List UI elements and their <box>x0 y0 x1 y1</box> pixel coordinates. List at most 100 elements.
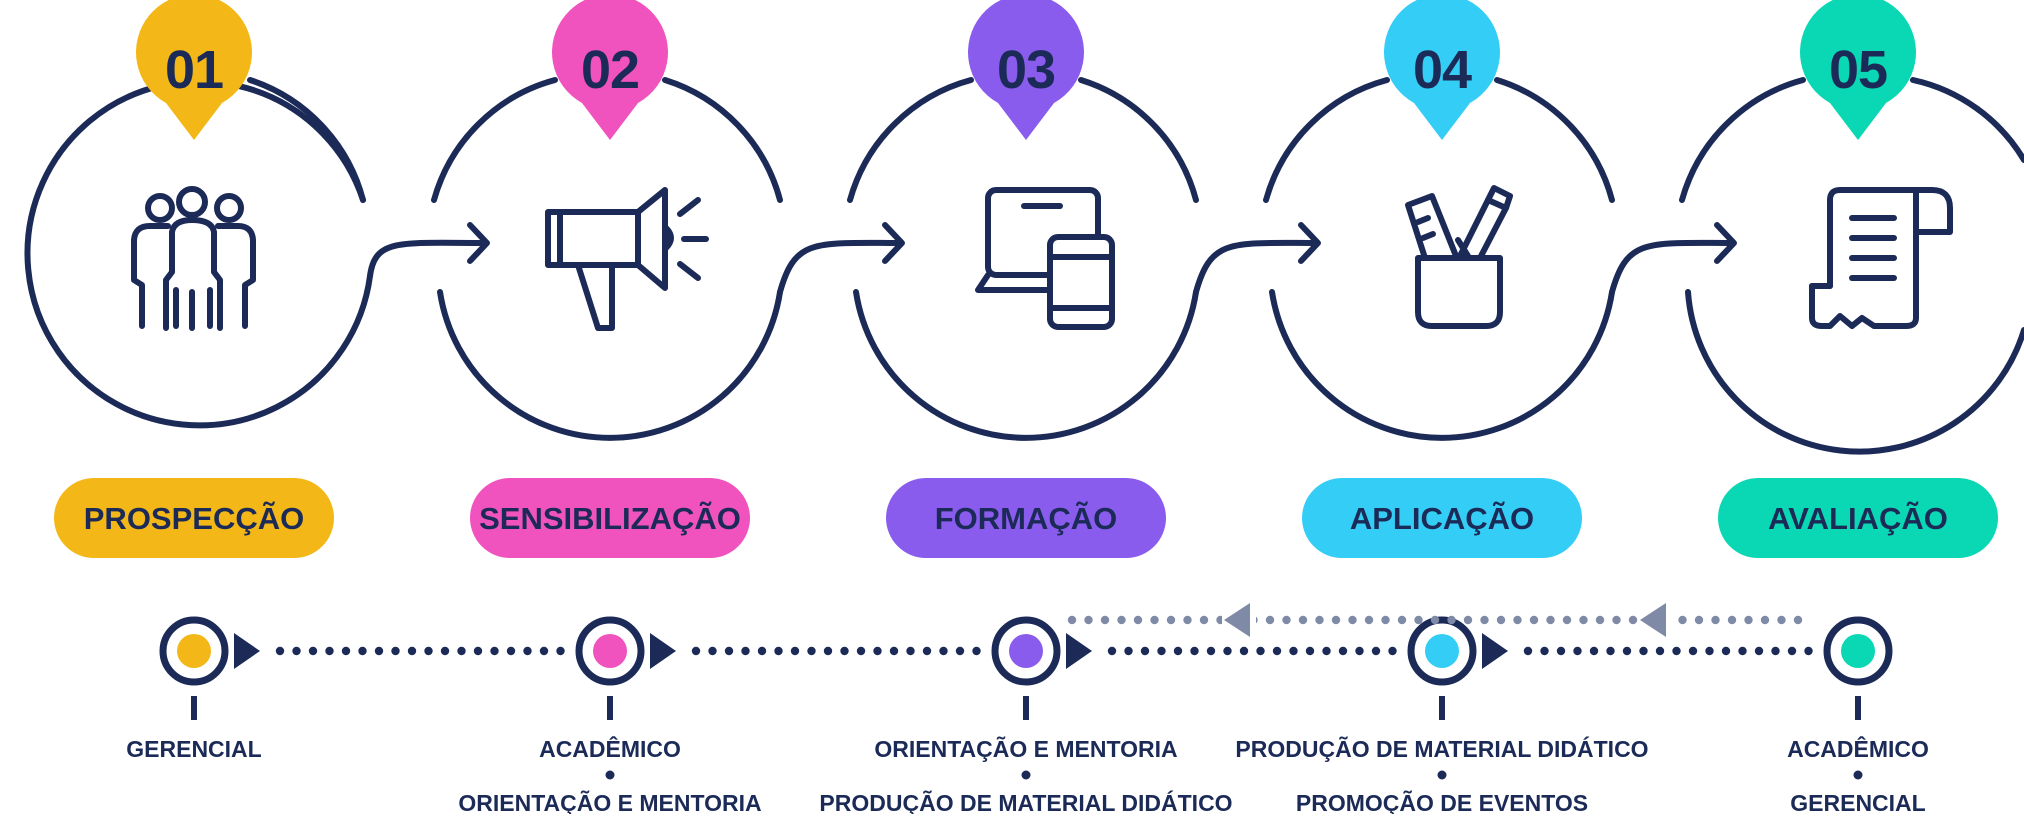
forward-dot <box>1754 646 1764 656</box>
forward-dot <box>473 646 483 656</box>
feedback-dot <box>1513 615 1522 625</box>
stage-number-4: 04 <box>1413 40 1472 100</box>
pill-bg-2 <box>470 478 750 558</box>
feedback-dot <box>1315 615 1324 625</box>
forward-dot <box>1771 646 1780 656</box>
stage-circle-3-c <box>853 289 1199 441</box>
megaphone-icon <box>545 187 709 331</box>
forward-dot <box>358 646 367 656</box>
category-separator <box>1437 770 1447 780</box>
forward-dot <box>1305 646 1315 656</box>
feedback-dot <box>1628 615 1638 625</box>
feedback-line <box>1067 603 1803 637</box>
forward-dot <box>1173 646 1183 656</box>
forward-dot <box>556 646 565 656</box>
forward-dot <box>724 646 734 656</box>
arrowhead-3-4 <box>1298 222 1321 264</box>
forward-dot <box>391 646 400 656</box>
connector-1-2 <box>367 239 488 279</box>
timeline-node-1 <box>159 616 260 720</box>
node-tick-5 <box>1855 696 1861 720</box>
stage-label-4: APLICAÇÃO <box>1350 501 1534 536</box>
forward-dot <box>1622 646 1632 656</box>
arrowhead-1-2 <box>467 222 490 264</box>
forward-dot <box>1190 646 1199 656</box>
feedback-dot <box>1777 615 1786 625</box>
timeline-node-4 <box>1407 616 1508 720</box>
feedback-dot <box>1579 615 1588 625</box>
pencil-cup-icon <box>1405 185 1513 329</box>
forward-dot <box>1606 646 1615 656</box>
badge-pin-1 <box>136 0 252 140</box>
category-label: ORIENTAÇÃO E MENTORIA <box>458 789 761 814</box>
stage-label-3: FORMAÇÃO <box>935 501 1118 536</box>
forward-dot <box>972 646 981 656</box>
feedback-dot <box>1183 615 1192 625</box>
feedback-dot <box>1100 615 1110 625</box>
forward-dot <box>1688 646 1698 656</box>
forward-dot <box>856 646 866 656</box>
stage-circle-2-b <box>662 77 783 203</box>
feedback-dot <box>1067 615 1077 625</box>
forward-dot <box>1140 646 1150 656</box>
forward-dot <box>939 646 948 656</box>
forward-dot <box>1371 646 1381 656</box>
forward-dot <box>823 646 833 656</box>
forward-dot <box>275 646 285 656</box>
feedback-arrow-1 <box>1224 603 1250 637</box>
stage-circle-2 <box>431 77 558 203</box>
stage-number-5: 05 <box>1829 40 1887 100</box>
forward-arrow-3 <box>1066 633 1092 669</box>
feedback-dot <box>1480 615 1489 625</box>
category-separator <box>605 770 615 780</box>
forward-dot <box>774 646 783 656</box>
document-scroll-icon <box>1809 187 1953 329</box>
stage-number-1: 01 <box>165 40 223 100</box>
stage-label-1: PROSPECÇÃO <box>84 501 304 536</box>
forward-dot <box>1705 646 1714 656</box>
forward-dot <box>1338 646 1348 656</box>
forward-dot <box>440 646 450 656</box>
forward-dot <box>691 646 701 656</box>
category-label: GERENCIAL <box>126 736 261 762</box>
stage-circle-4-b <box>1494 77 1615 203</box>
feedback-dot <box>1562 615 1572 625</box>
feedback-dot <box>1595 615 1605 625</box>
feedback-dot <box>1612 615 1621 625</box>
category-label: GERENCIAL <box>1790 790 1925 814</box>
node-tick-3 <box>1023 696 1029 720</box>
category-label: ACADÊMICO <box>539 735 681 762</box>
feedback-dot <box>1496 615 1506 625</box>
node-dot-4 <box>1425 634 1459 668</box>
people-group-icon <box>131 186 256 331</box>
forward-dot <box>1157 646 1166 656</box>
badge-pin-2 <box>552 0 668 140</box>
badge-pin-5 <box>1800 0 1916 140</box>
stage-circle-1 <box>24 78 373 429</box>
forward-dot <box>1556 646 1566 656</box>
node-tick-4 <box>1439 696 1445 720</box>
feedback-dot <box>1793 615 1803 625</box>
stage-badge-4: 04 <box>1384 0 1500 140</box>
feedback-dot <box>1430 615 1440 625</box>
feedback-dot <box>1414 615 1423 625</box>
forward-dot <box>1256 646 1265 656</box>
forward-dot <box>1672 646 1681 656</box>
forward-dot <box>1787 646 1797 656</box>
forward-dot <box>757 646 767 656</box>
category-separator <box>1853 770 1863 780</box>
forward-dot <box>741 646 750 656</box>
node-dot-2 <box>593 634 627 668</box>
forward-dot <box>341 646 351 656</box>
forward-dot <box>1239 646 1249 656</box>
arrowhead-2-3 <box>882 222 905 264</box>
stage-categories-1: GERENCIAL <box>126 736 261 762</box>
node-tick-1 <box>191 696 197 720</box>
laptop-tablet-icon <box>975 187 1115 330</box>
stage-badge-5: 05 <box>1800 0 1916 140</box>
forward-dot <box>539 646 549 656</box>
category-label: PROMOÇÃO DE EVENTOS <box>1296 789 1588 814</box>
badge-pin-3 <box>968 0 1084 140</box>
